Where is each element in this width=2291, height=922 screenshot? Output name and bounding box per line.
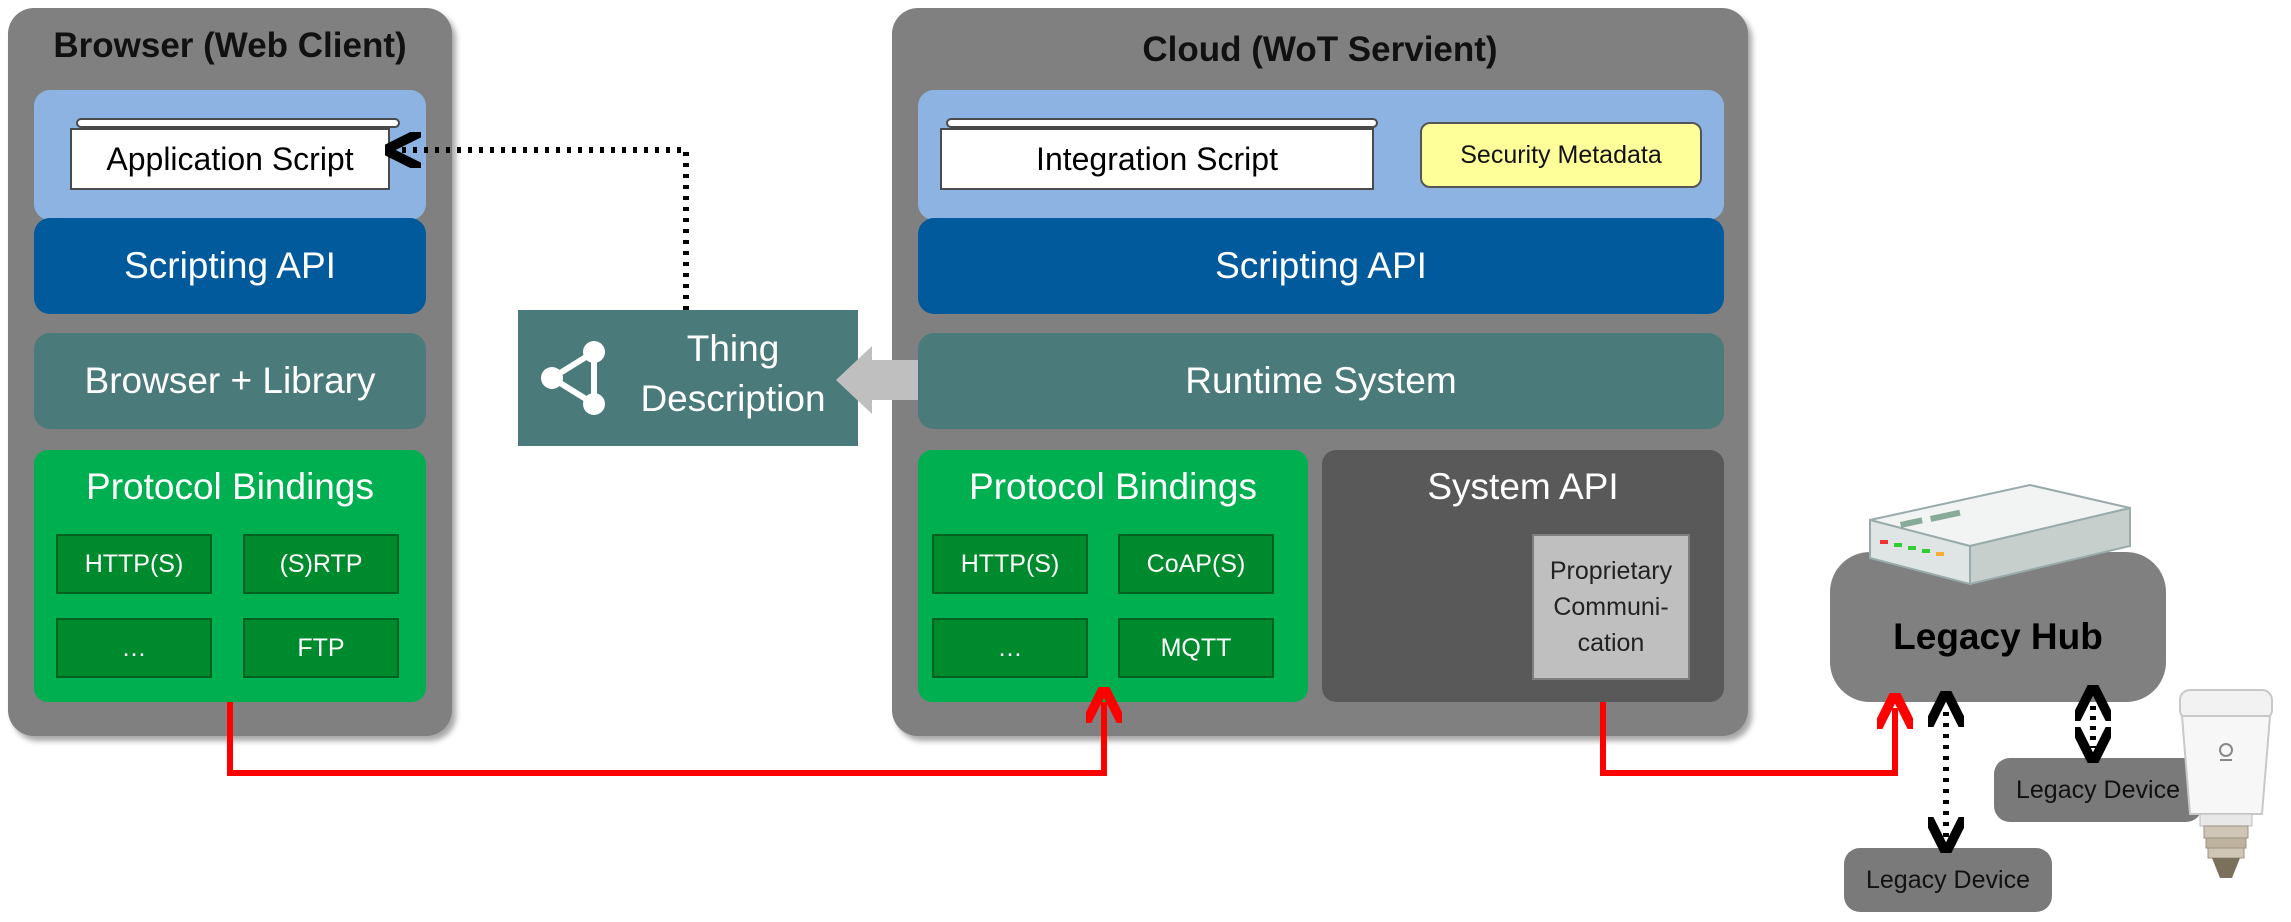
cloud-scripting-api[interactable]: Scripting API (918, 218, 1724, 314)
cloud-binding-https[interactable]: HTTP(S) (932, 534, 1088, 594)
light-bulb-image (2176, 686, 2276, 890)
proprietary-line1: Proprietary (1549, 557, 1673, 585)
browser-title: Browser (Web Client) (53, 26, 407, 65)
system-api-title: System API (1427, 466, 1619, 507)
browser-binding-https[interactable]: HTTP(S) (56, 534, 212, 594)
integration-script-label: Integration Script (1036, 140, 1278, 177)
binding-label: MQTT (1160, 633, 1232, 662)
binding-label: (S)RTP (279, 549, 363, 578)
thing-description-line1: Thing (686, 328, 780, 369)
legacy-device-right-label: Legacy Device (2016, 775, 2180, 804)
cloud-binding-more[interactable]: … (932, 618, 1088, 678)
app-script-box[interactable]: Application Script (70, 128, 390, 190)
integration-script-scroll-top (946, 118, 1378, 128)
thing-description-line2: Description (640, 378, 826, 419)
proprietary-line2: Communi- (1553, 593, 1669, 621)
app-script-scroll-top (76, 118, 400, 128)
cloud-title: Cloud (WoT Servient) (1142, 30, 1498, 69)
runtime-system-label: Runtime System (1185, 360, 1457, 401)
runtime-system[interactable]: Runtime System (918, 333, 1724, 429)
share-icon (536, 338, 616, 418)
app-script-label: Application Script (106, 140, 354, 177)
integration-script-box[interactable]: Integration Script (940, 128, 1374, 190)
browser-scripting-api[interactable]: Scripting API (34, 218, 426, 314)
red-link-proprietary-hub (1600, 702, 1895, 776)
binding-label: … (121, 633, 147, 662)
binding-label: … (997, 633, 1023, 662)
binding-label: HTTP(S) (960, 549, 1060, 578)
cloud-bindings-title: Protocol Bindings (969, 466, 1257, 507)
browser-library[interactable]: Browser + Library (34, 333, 426, 429)
browser-binding-ftp[interactable]: FTP (243, 618, 399, 678)
proprietary-communication-box[interactable]: Proprietary Communi- cation (1532, 534, 1690, 680)
browser-binding-srtp[interactable]: (S)RTP (243, 534, 399, 594)
browser-bindings-title: Protocol Bindings (86, 466, 374, 507)
router-image (1860, 480, 2140, 590)
cloud-binding-mqtt[interactable]: MQTT (1118, 618, 1274, 678)
cloud-binding-coaps[interactable]: CoAP(S) (1118, 534, 1274, 594)
gray-arrow-runtime-td (836, 346, 918, 414)
thing-description[interactable]: Thing Description (518, 310, 858, 446)
legacy-hub-label: Legacy Hub (1893, 616, 2103, 657)
binding-label: HTTP(S) (84, 549, 184, 578)
legacy-device-bottom-label: Legacy Device (1866, 865, 2030, 894)
browser-binding-more[interactable]: … (56, 618, 212, 678)
dotted-link-td-app (400, 150, 689, 310)
red-link-browser-cloud (227, 702, 1104, 776)
security-metadata-label: Security Metadata (1460, 140, 1662, 169)
binding-label: FTP (297, 633, 345, 662)
proprietary-line3: cation (1577, 629, 1645, 657)
legacy-device-bottom[interactable]: Legacy Device (1844, 848, 2052, 912)
browser-scripting-api-label: Scripting API (124, 245, 336, 286)
cloud-scripting-api-label: Scripting API (1215, 245, 1427, 286)
legacy-device-right[interactable]: Legacy Device (1994, 758, 2202, 822)
browser-library-label: Browser + Library (84, 360, 376, 401)
security-metadata-box[interactable]: Security Metadata (1420, 122, 1702, 188)
binding-label: CoAP(S) (1146, 549, 1246, 578)
